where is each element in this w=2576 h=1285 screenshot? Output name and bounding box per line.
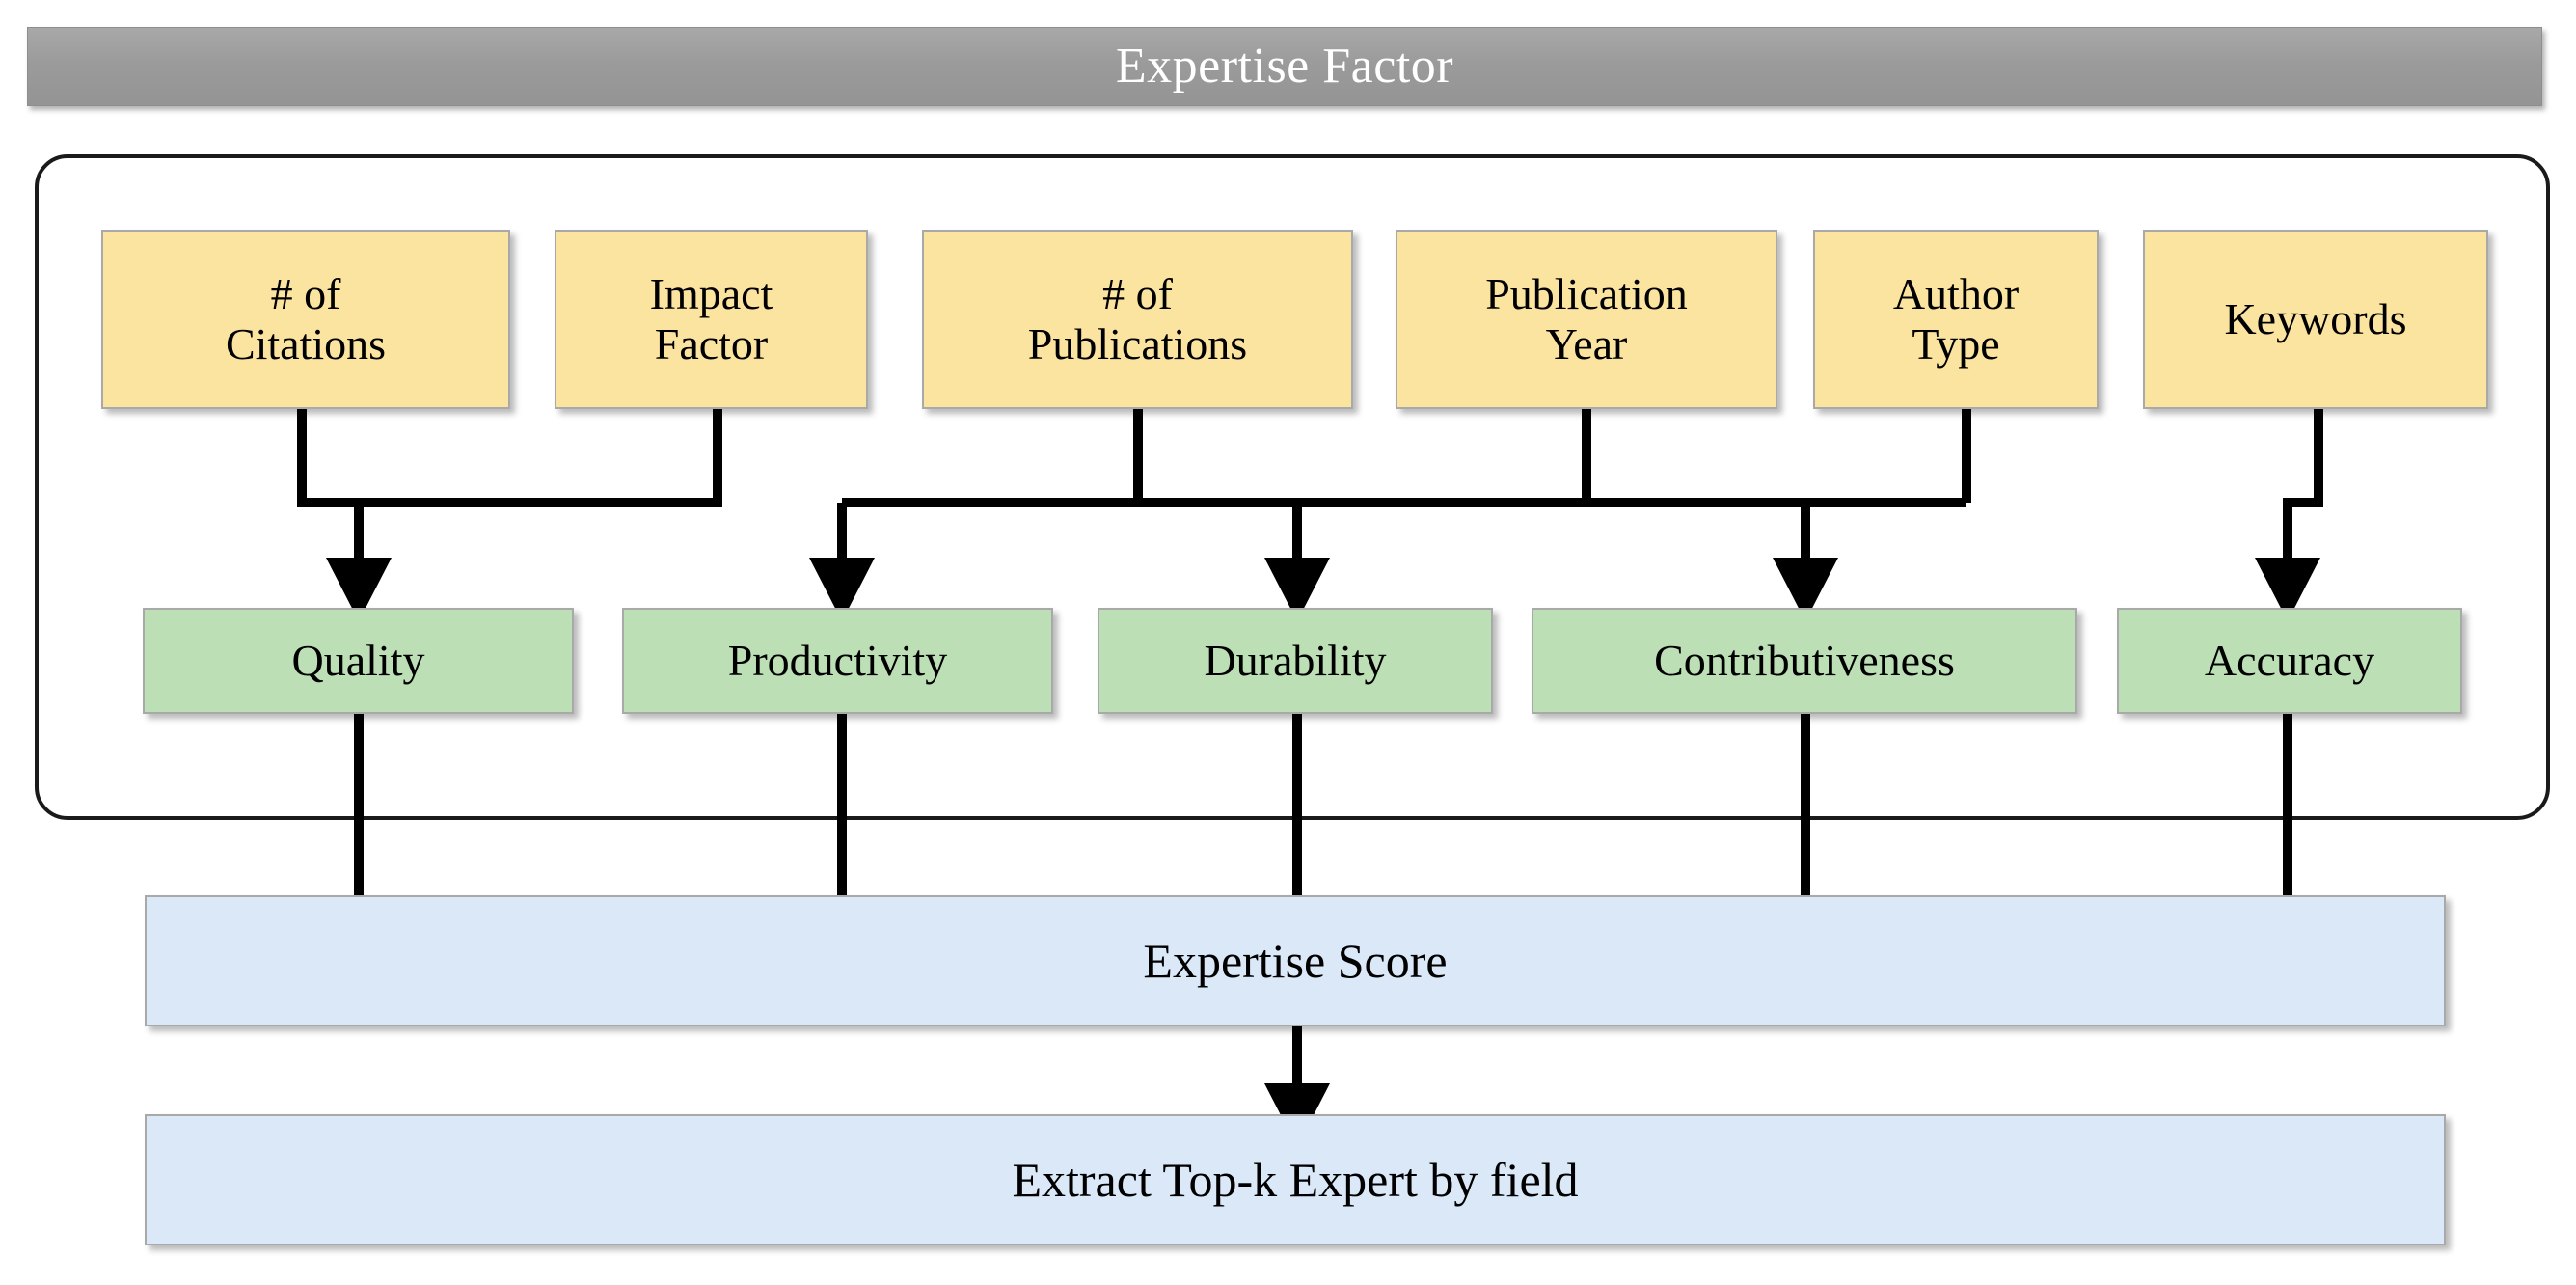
input-box-publication-year[interactable]: Publication Year [1396,230,1777,409]
output-box-extract-topk[interactable]: Extract Top-k Expert by field [145,1114,2446,1245]
input-box-impact-factor[interactable]: Impact Factor [555,230,868,409]
metric-box-durability[interactable]: Durability [1098,608,1493,714]
edge-citations-impact-join [297,409,722,507]
header-expertise-factor: Expertise Factor [27,27,2542,106]
edge-keywords-accuracy [2255,409,2323,621]
output-box-expertise-score[interactable]: Expertise Score [145,895,2446,1026]
metric-box-accuracy[interactable]: Accuracy [2117,608,2462,714]
input-box-citations[interactable]: # of Citations [101,230,510,409]
input-box-author-type[interactable]: Author Type [1813,230,2099,409]
input-box-publications[interactable]: # of Publications [922,230,1353,409]
metric-box-quality[interactable]: Quality [143,608,574,714]
input-box-keywords[interactable]: Keywords [2143,230,2488,409]
metric-box-contributiveness[interactable]: Contributiveness [1532,608,2077,714]
metric-box-productivity[interactable]: Productivity [622,608,1053,714]
